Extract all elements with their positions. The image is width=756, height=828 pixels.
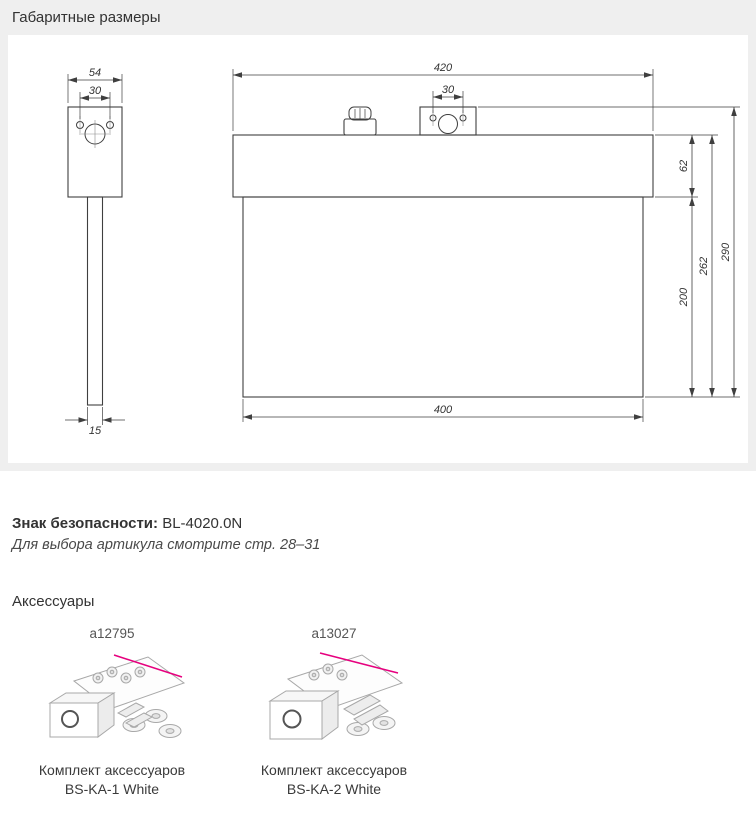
- accessory-caption-line2: BS-KA-2 White: [286, 780, 382, 797]
- accessories-section: Аксессуары a12795: [12, 593, 756, 799]
- dimensions-panel: Габаритные размеры: [0, 0, 756, 471]
- kit-screws: [92, 666, 146, 684]
- accessory-image: [244, 649, 424, 753]
- side-view-centerlines: [79, 116, 111, 148]
- dim-label-strip-width: 15: [89, 425, 102, 437]
- dim-label-upper-height: 62: [678, 160, 690, 172]
- accessory-kit-illustration: [48, 654, 186, 738]
- accessory-kit-illustration: [268, 652, 404, 740]
- dim-label-side-width: 54: [89, 67, 101, 79]
- pink-strike-line: [113, 654, 183, 678]
- front-view-dimensions: 420 30 62 200 262 290: [232, 62, 740, 422]
- side-view-dimensions: 54 30 15: [65, 67, 125, 437]
- dim-label-panel-width: 400: [434, 404, 453, 416]
- cable-gland: [343, 106, 377, 136]
- safety-sign-line: Знак безопасности: BL-4020.0N: [12, 515, 756, 532]
- technical-drawing-svg: 54 30 15: [65, 62, 740, 437]
- dim-label-panel-height: 200: [678, 287, 690, 307]
- kit-screws: [308, 663, 348, 681]
- safety-sign-article: BL-4020.0N: [162, 515, 243, 532]
- dimension-drawing: 54 30 15: [8, 35, 748, 463]
- dim-label-side-holes: 30: [89, 85, 102, 97]
- dim-label-bracket-holes: 30: [442, 84, 455, 96]
- kit-brackets: [342, 694, 389, 726]
- front-view: [232, 106, 654, 398]
- mounting-bracket: [419, 106, 477, 136]
- accessories-title: Аксессуары: [12, 593, 95, 610]
- accessory-caption-line1: Комплект аксессуаров: [260, 762, 408, 778]
- safety-sign-note: Для выбора артикула смотрите стр. 28–31: [12, 537, 321, 553]
- accessory-article: a12795: [89, 626, 135, 641]
- kit-box: [268, 690, 340, 740]
- accessory-image: [22, 649, 202, 753]
- safety-sign-label: Знак безопасности:: [12, 515, 159, 532]
- accessory-article: a13027: [311, 626, 357, 641]
- accessory-caption-line1: Комплект аксессуаров: [38, 762, 186, 778]
- dim-label-front-width: 420: [434, 62, 453, 74]
- accessory-card: a12795: [22, 626, 202, 799]
- accessory-card: a13027: [244, 626, 424, 799]
- safety-sign-block: Знак безопасности: BL-4020.0N Для выбора…: [12, 515, 756, 553]
- accessory-caption-line2: BS-KA-1 White: [64, 780, 160, 797]
- dim-label-body-height: 262: [698, 257, 710, 276]
- accessory-caption: Комплект аксессуаров BS-KA-1 White: [22, 761, 202, 799]
- kit-box: [48, 692, 116, 738]
- accessory-caption: Комплект аксессуаров BS-KA-2 White: [244, 761, 424, 799]
- side-view: [67, 106, 123, 406]
- dim-label-total-height: 290: [720, 242, 732, 262]
- kit-brackets: [116, 702, 154, 728]
- dimensions-title: Габаритные размеры: [12, 9, 161, 26]
- accessories-row: a12795: [12, 626, 756, 799]
- pink-strike-line: [319, 652, 399, 674]
